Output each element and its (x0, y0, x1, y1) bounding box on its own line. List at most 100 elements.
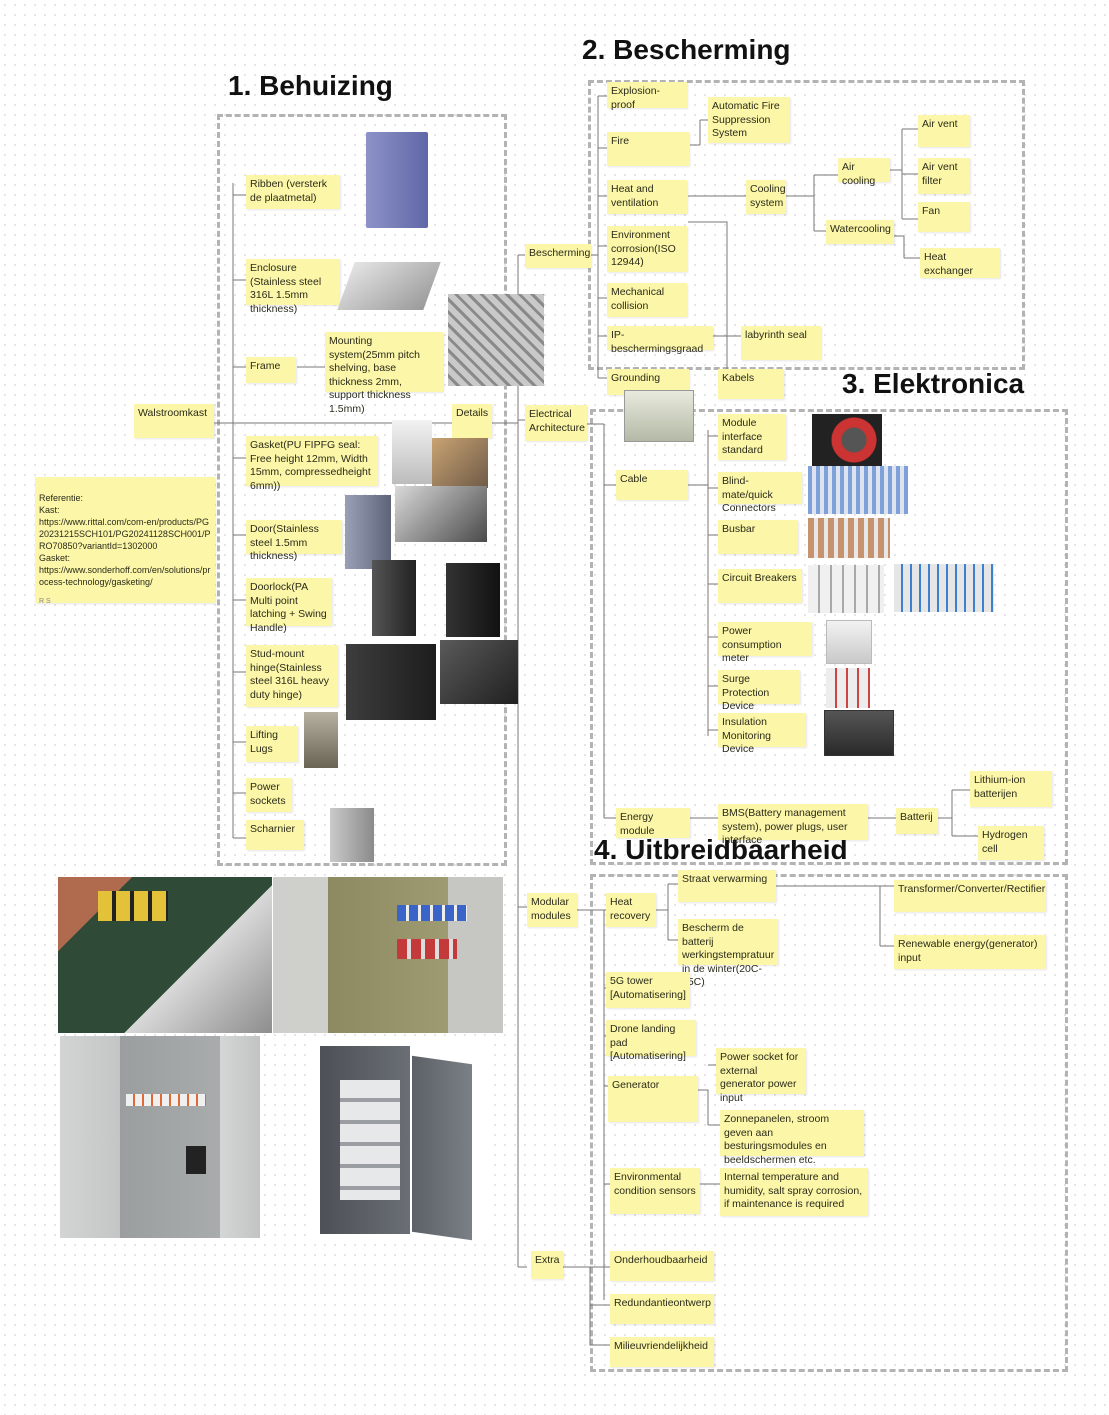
node-details[interactable]: Details (452, 404, 492, 438)
region-bescherming (588, 80, 1025, 370)
region-elektronica (590, 409, 1068, 865)
surge-protection-image (826, 668, 870, 708)
reference-text: Referentie: Kast: https://www.rittal.com… (39, 493, 211, 587)
node-energy-module[interactable]: Energy module (616, 808, 690, 838)
node-automatic-fire-suppression[interactable]: Automatic Fire Suppression System (708, 97, 790, 143)
title-behuizing: 1. Behuizing (228, 70, 393, 101)
node-heat-ventilation[interactable]: Heat and ventilation (607, 180, 687, 214)
switch-unit-shape (186, 1146, 206, 1174)
node-5g-tower[interactable]: 5G tower [Automatisering] (606, 972, 690, 1008)
node-blind-mate-connectors[interactable]: Blind-mate/quick Connectors (718, 472, 802, 514)
power-meter-image (826, 620, 872, 664)
scharnier-image (330, 808, 374, 862)
hinge-image (346, 644, 436, 720)
node-ribben[interactable]: Ribben (versterk de plaatmetal) (246, 175, 340, 209)
node-watercooling[interactable]: Watercooling (826, 220, 894, 244)
node-zonnepanelen[interactable]: Zonnepanelen, stroom geven aan besturing… (720, 1110, 864, 1166)
reference-note: Referentie: Kast: https://www.rittal.com… (35, 477, 215, 605)
node-renewable-energy[interactable]: Renewable energy(generator) input (894, 935, 1046, 969)
distribution-cabinet-photo (60, 1036, 260, 1238)
mounting-rail-image (448, 294, 544, 386)
reference-signature: R S (39, 598, 51, 605)
node-air-cooling[interactable]: Air cooling (838, 158, 890, 187)
node-circuit-breakers[interactable]: Circuit Breakers (718, 569, 802, 603)
node-surge-protection[interactable]: Surge Protection Device (718, 670, 800, 712)
node-frame[interactable]: Frame (246, 357, 296, 383)
node-modular-modules[interactable]: Modular modules (527, 893, 577, 927)
stainless-sheet-image (337, 262, 441, 310)
node-straat-verwarming[interactable]: Straat verwarming (678, 870, 776, 902)
rack-door-shape (412, 1055, 472, 1241)
door-image (345, 495, 391, 569)
node-power-socket-external[interactable]: Power socket for external generator powe… (716, 1048, 806, 1104)
node-ip-beschermingsgraad[interactable]: IP-beschermingsgraad (607, 326, 713, 355)
lifting-lug-image (304, 712, 338, 768)
node-gasket[interactable]: Gasket(PU FIPFG seal: Free height 12mm, … (246, 436, 378, 492)
node-onderhoudbaarheid[interactable]: Onderhoudbaarheid (610, 1251, 714, 1281)
node-bescherm-batterij[interactable]: Bescherm de batterij werkingstempratuur … (678, 919, 778, 988)
node-environmental-sensors[interactable]: Environmental condition sensors (610, 1168, 700, 1214)
node-enclosure[interactable]: Enclosure (Stainless steel 316L 1.5mm th… (246, 259, 340, 315)
node-internal-temperature[interactable]: Internal temperature and humidity, salt … (720, 1168, 868, 1216)
rack-cabinet-photo (312, 1040, 492, 1241)
node-electrical-architecture[interactable]: Electrical Architecture (525, 405, 587, 441)
region-behuizing (217, 114, 507, 866)
node-power-consumption-meter[interactable]: Power consumption meter (718, 622, 812, 664)
node-module-interface[interactable]: Module interface standard (718, 414, 786, 460)
doorlock-image (372, 560, 416, 636)
region-uitbreidbaarheid (590, 874, 1068, 1372)
node-heat-exchanger[interactable]: Heat exchanger (920, 248, 1000, 278)
node-hydrogen-cell[interactable]: Hydrogen cell (978, 826, 1044, 860)
gasket-image (392, 420, 432, 484)
node-drone-landing[interactable]: Drone landing pad [Automatisering] (606, 1020, 696, 1062)
node-environment-corrosion[interactable]: Environment corrosion(ISO 12944) (607, 226, 687, 272)
node-heat-recovery[interactable]: Heat recovery (606, 893, 656, 927)
node-cable[interactable]: Cable (616, 470, 688, 500)
node-lithium-ion[interactable]: Lithium-ion batterijen (970, 771, 1052, 807)
node-kabels[interactable]: Kabels (718, 369, 784, 399)
node-scharnier[interactable]: Scharnier (246, 820, 304, 850)
node-cooling-system[interactable]: Cooling system (746, 180, 786, 214)
node-door[interactable]: Door(Stainless steel 1.5mm thickness) (246, 520, 342, 562)
node-walstroomkast[interactable]: Walstroomkast (134, 404, 214, 438)
cabinet-thumbnail-image (624, 390, 694, 442)
node-fan[interactable]: Fan (918, 202, 970, 232)
connector-plug-image (812, 414, 882, 466)
door-detail-image (395, 486, 487, 542)
node-explosion-proof[interactable]: Explosion-proof (607, 82, 687, 111)
node-extra[interactable]: Extra (531, 1251, 563, 1279)
breaker-modules-shape (98, 891, 168, 921)
busbar-image (808, 518, 890, 558)
breaker-row-shape (126, 1094, 206, 1106)
title-bescherming: 2. Bescherming (582, 34, 791, 65)
circuit-breaker-image (808, 565, 884, 613)
node-labyrinth-seal[interactable]: labyrinth seal (741, 326, 821, 360)
blue-breakers-shape (397, 905, 467, 921)
node-redundantieontwerp[interactable]: Redundantieontwerp (610, 1294, 714, 1324)
node-hinge[interactable]: Stud-mount hinge(Stainless steel 316L he… (246, 645, 338, 707)
node-doorlock[interactable]: Doorlock(PA Multi point latching + Swing… (246, 578, 332, 634)
circuit-breaker-row-image (894, 564, 994, 612)
node-insulation-monitoring[interactable]: Insulation Monitoring Device (718, 713, 806, 755)
node-generator[interactable]: Generator (608, 1076, 698, 1122)
node-fire[interactable]: Fire (607, 132, 689, 166)
node-air-vent-filter[interactable]: Air vent filter (918, 158, 970, 194)
blind-mate-connector-image (808, 466, 908, 514)
node-batterij[interactable]: Batterij (896, 808, 938, 834)
node-milieuvriendelijkheid[interactable]: Milieuvriendelijkheid (610, 1337, 714, 1367)
node-bms[interactable]: BMS(Battery management system), power pl… (718, 804, 868, 846)
node-mechanical-collision[interactable]: Mechanical collision (607, 283, 687, 317)
title-elektronica: 3. Elektronica (842, 368, 1025, 399)
node-transformer[interactable]: Transformer/Converter/Rectifier (894, 880, 1046, 912)
node-mounting-system[interactable]: Mounting system(25mm pitch shelving, bas… (325, 332, 443, 415)
open-grey-cabinet-photo (273, 877, 503, 1033)
node-air-vent[interactable]: Air vent (918, 115, 970, 147)
node-power-sockets[interactable]: Power sockets (246, 778, 292, 812)
node-busbar[interactable]: Busbar (718, 520, 798, 554)
insulation-monitor-image (824, 710, 894, 756)
node-lifting-lugs[interactable]: Lifting Lugs (246, 726, 298, 762)
node-bescherming[interactable]: Bescherming (525, 244, 591, 268)
ribben-panel-image (366, 132, 428, 228)
hinge-detail-image (440, 640, 518, 704)
